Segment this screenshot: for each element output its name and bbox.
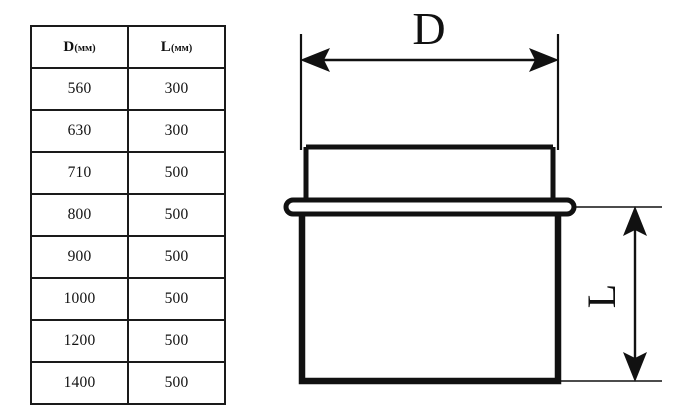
dimension-label-d: D bbox=[412, 3, 445, 54]
arrow-up-icon bbox=[623, 206, 647, 236]
column-header-d: D(мм) bbox=[30, 25, 129, 69]
cell-l: 500 bbox=[127, 277, 226, 321]
cell-l: 500 bbox=[127, 361, 226, 405]
cell-l: 500 bbox=[127, 193, 226, 237]
cell-d: 560 bbox=[30, 67, 129, 111]
column-symbol-d: D bbox=[63, 38, 75, 55]
table-header: D(мм) L(мм) bbox=[30, 25, 226, 69]
pipe-body-outline bbox=[298, 209, 562, 385]
table-row: 560 300 bbox=[30, 67, 226, 111]
pipe-flange-ring bbox=[283, 197, 577, 217]
cell-d: 1000 bbox=[30, 277, 129, 321]
column-header-l: L(мм) bbox=[127, 25, 226, 69]
cell-d: 900 bbox=[30, 235, 129, 279]
table-row: 710 500 bbox=[30, 151, 226, 195]
cell-l: 500 bbox=[127, 319, 226, 363]
table-row: 900 500 bbox=[30, 235, 226, 279]
table-row: 1000 500 bbox=[30, 277, 226, 321]
cell-d: 710 bbox=[30, 151, 129, 195]
dimension-label-l: L bbox=[579, 284, 624, 308]
arrow-left-icon bbox=[300, 48, 330, 72]
arrow-right-icon bbox=[529, 48, 559, 72]
table-row: 800 500 bbox=[30, 193, 226, 237]
pipe-technical-drawing: D L bbox=[250, 0, 700, 418]
column-symbol-l: L bbox=[160, 38, 171, 55]
table-body: 560 300 630 300 710 500 800 500 900 500 … bbox=[30, 67, 226, 405]
pipe-drawing-svg: D L bbox=[283, 3, 662, 385]
arrow-down-icon bbox=[623, 352, 647, 382]
cell-d: 630 bbox=[30, 109, 129, 153]
table-header-row: D(мм) L(мм) bbox=[30, 25, 226, 69]
cell-d: 1400 bbox=[30, 361, 129, 405]
cell-d: 1200 bbox=[30, 319, 129, 363]
cell-l: 300 bbox=[127, 109, 226, 153]
column-unit-l: (мм) bbox=[170, 43, 193, 54]
table-row: 1200 500 bbox=[30, 319, 226, 363]
cell-l: 500 bbox=[127, 235, 226, 279]
column-unit-d: (мм) bbox=[74, 43, 96, 54]
table-row: 630 300 bbox=[30, 109, 226, 153]
cell-d: 800 bbox=[30, 193, 129, 237]
dimension-table-container: D(мм) L(мм) 560 300 630 300 710 500 800 bbox=[30, 25, 226, 405]
table-row: 1400 500 bbox=[30, 361, 226, 405]
dimension-table: D(мм) L(мм) 560 300 630 300 710 500 800 bbox=[30, 25, 226, 405]
cell-l: 300 bbox=[127, 67, 226, 111]
cell-l: 500 bbox=[127, 151, 226, 195]
